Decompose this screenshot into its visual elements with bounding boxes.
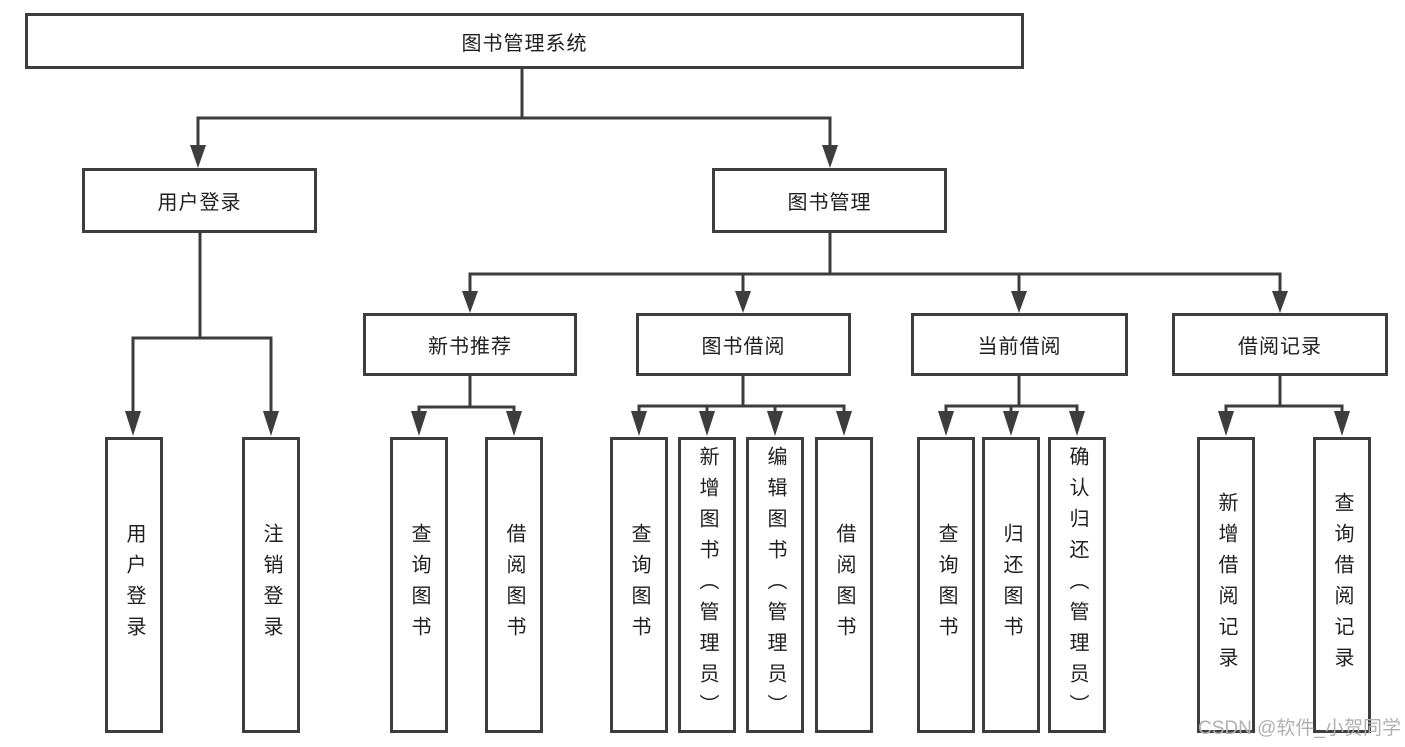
arrow-down-icon (1218, 411, 1234, 436)
arrow-down-icon (1011, 291, 1027, 313)
arrow-down-icon (1069, 411, 1085, 436)
node-label: 编辑图书（管理员） (764, 445, 786, 725)
arrow-down-icon (506, 411, 522, 436)
node-label: 图书管理 (787, 192, 872, 214)
node-root-library-management-system: 图书管理系统 (25, 13, 1024, 69)
arrow-down-icon (767, 411, 783, 436)
arrowheads (125, 145, 1350, 436)
arrow-down-icon (1272, 291, 1288, 313)
node-label: 借阅图书 (503, 523, 525, 647)
node-label: 新增图书（管理员） (696, 445, 718, 725)
node-label: 查询图书 (628, 523, 650, 647)
arrow-down-icon (125, 411, 141, 436)
arrow-down-icon (411, 411, 427, 436)
leaf-query-books-borrowing: 查询图书 (610, 437, 668, 733)
node-label: 查询借阅记录 (1331, 492, 1353, 678)
node-label: 图书借阅 (701, 336, 786, 358)
node-label: 当前借阅 (977, 336, 1062, 358)
leaf-confirm-return-admin: 确认归还（管理员） (1048, 437, 1106, 733)
node-borrowing-records: 借阅记录 (1172, 313, 1388, 376)
node-label: 查询图书 (408, 523, 430, 647)
node-user-login: 用户登录 (82, 168, 317, 233)
leaf-borrow-books: 借阅图书 (815, 437, 873, 733)
node-label: 借阅图书 (833, 523, 855, 647)
arrow-down-icon (1003, 411, 1019, 436)
node-book-borrowing: 图书借阅 (636, 313, 851, 376)
node-book-management: 图书管理 (712, 168, 947, 233)
csdn-watermark: CSDN @软件_小贺同学 (1198, 718, 1401, 739)
node-label: 用户登录 (123, 523, 145, 647)
node-label: 借阅记录 (1238, 336, 1322, 358)
arrow-down-icon (1334, 411, 1350, 436)
arrow-down-icon (836, 411, 852, 436)
arrow-down-icon (190, 145, 206, 168)
node-label: 查询图书 (935, 523, 957, 647)
leaf-query-borrow-record: 查询借阅记录 (1313, 437, 1371, 733)
leaf-borrow-books-recommend: 借阅图书 (485, 437, 543, 733)
arrow-down-icon (631, 411, 647, 436)
node-label: 图书管理系统 (461, 32, 588, 55)
arrow-down-icon (699, 411, 715, 436)
arrow-down-icon (735, 291, 751, 313)
node-label: 用户登录 (157, 192, 242, 214)
arrow-down-icon (462, 291, 478, 313)
leaf-return-books: 归还图书 (982, 437, 1040, 733)
leaf-add-book-admin: 新增图书（管理员） (678, 437, 736, 733)
node-label: 归还图书 (1000, 523, 1022, 647)
node-current-borrowing: 当前借阅 (911, 313, 1128, 376)
leaf-add-borrow-record: 新增借阅记录 (1197, 437, 1255, 733)
node-new-book-recommend: 新书推荐 (363, 313, 577, 376)
leaf-query-books-recommend: 查询图书 (390, 437, 448, 733)
leaf-query-books-current: 查询图书 (917, 437, 975, 733)
node-label: 新增借阅记录 (1215, 492, 1237, 678)
leaf-user-login: 用户登录 (105, 437, 163, 733)
leaf-edit-book-admin: 编辑图书（管理员） (746, 437, 804, 733)
leaf-logout: 注销登录 (242, 437, 300, 733)
arrow-down-icon (938, 411, 954, 436)
node-label: 新书推荐 (428, 336, 512, 358)
arrow-down-icon (263, 411, 279, 436)
node-label: 注销登录 (260, 523, 282, 647)
node-label: 确认归还（管理员） (1066, 445, 1088, 725)
arrow-down-icon (822, 145, 838, 168)
